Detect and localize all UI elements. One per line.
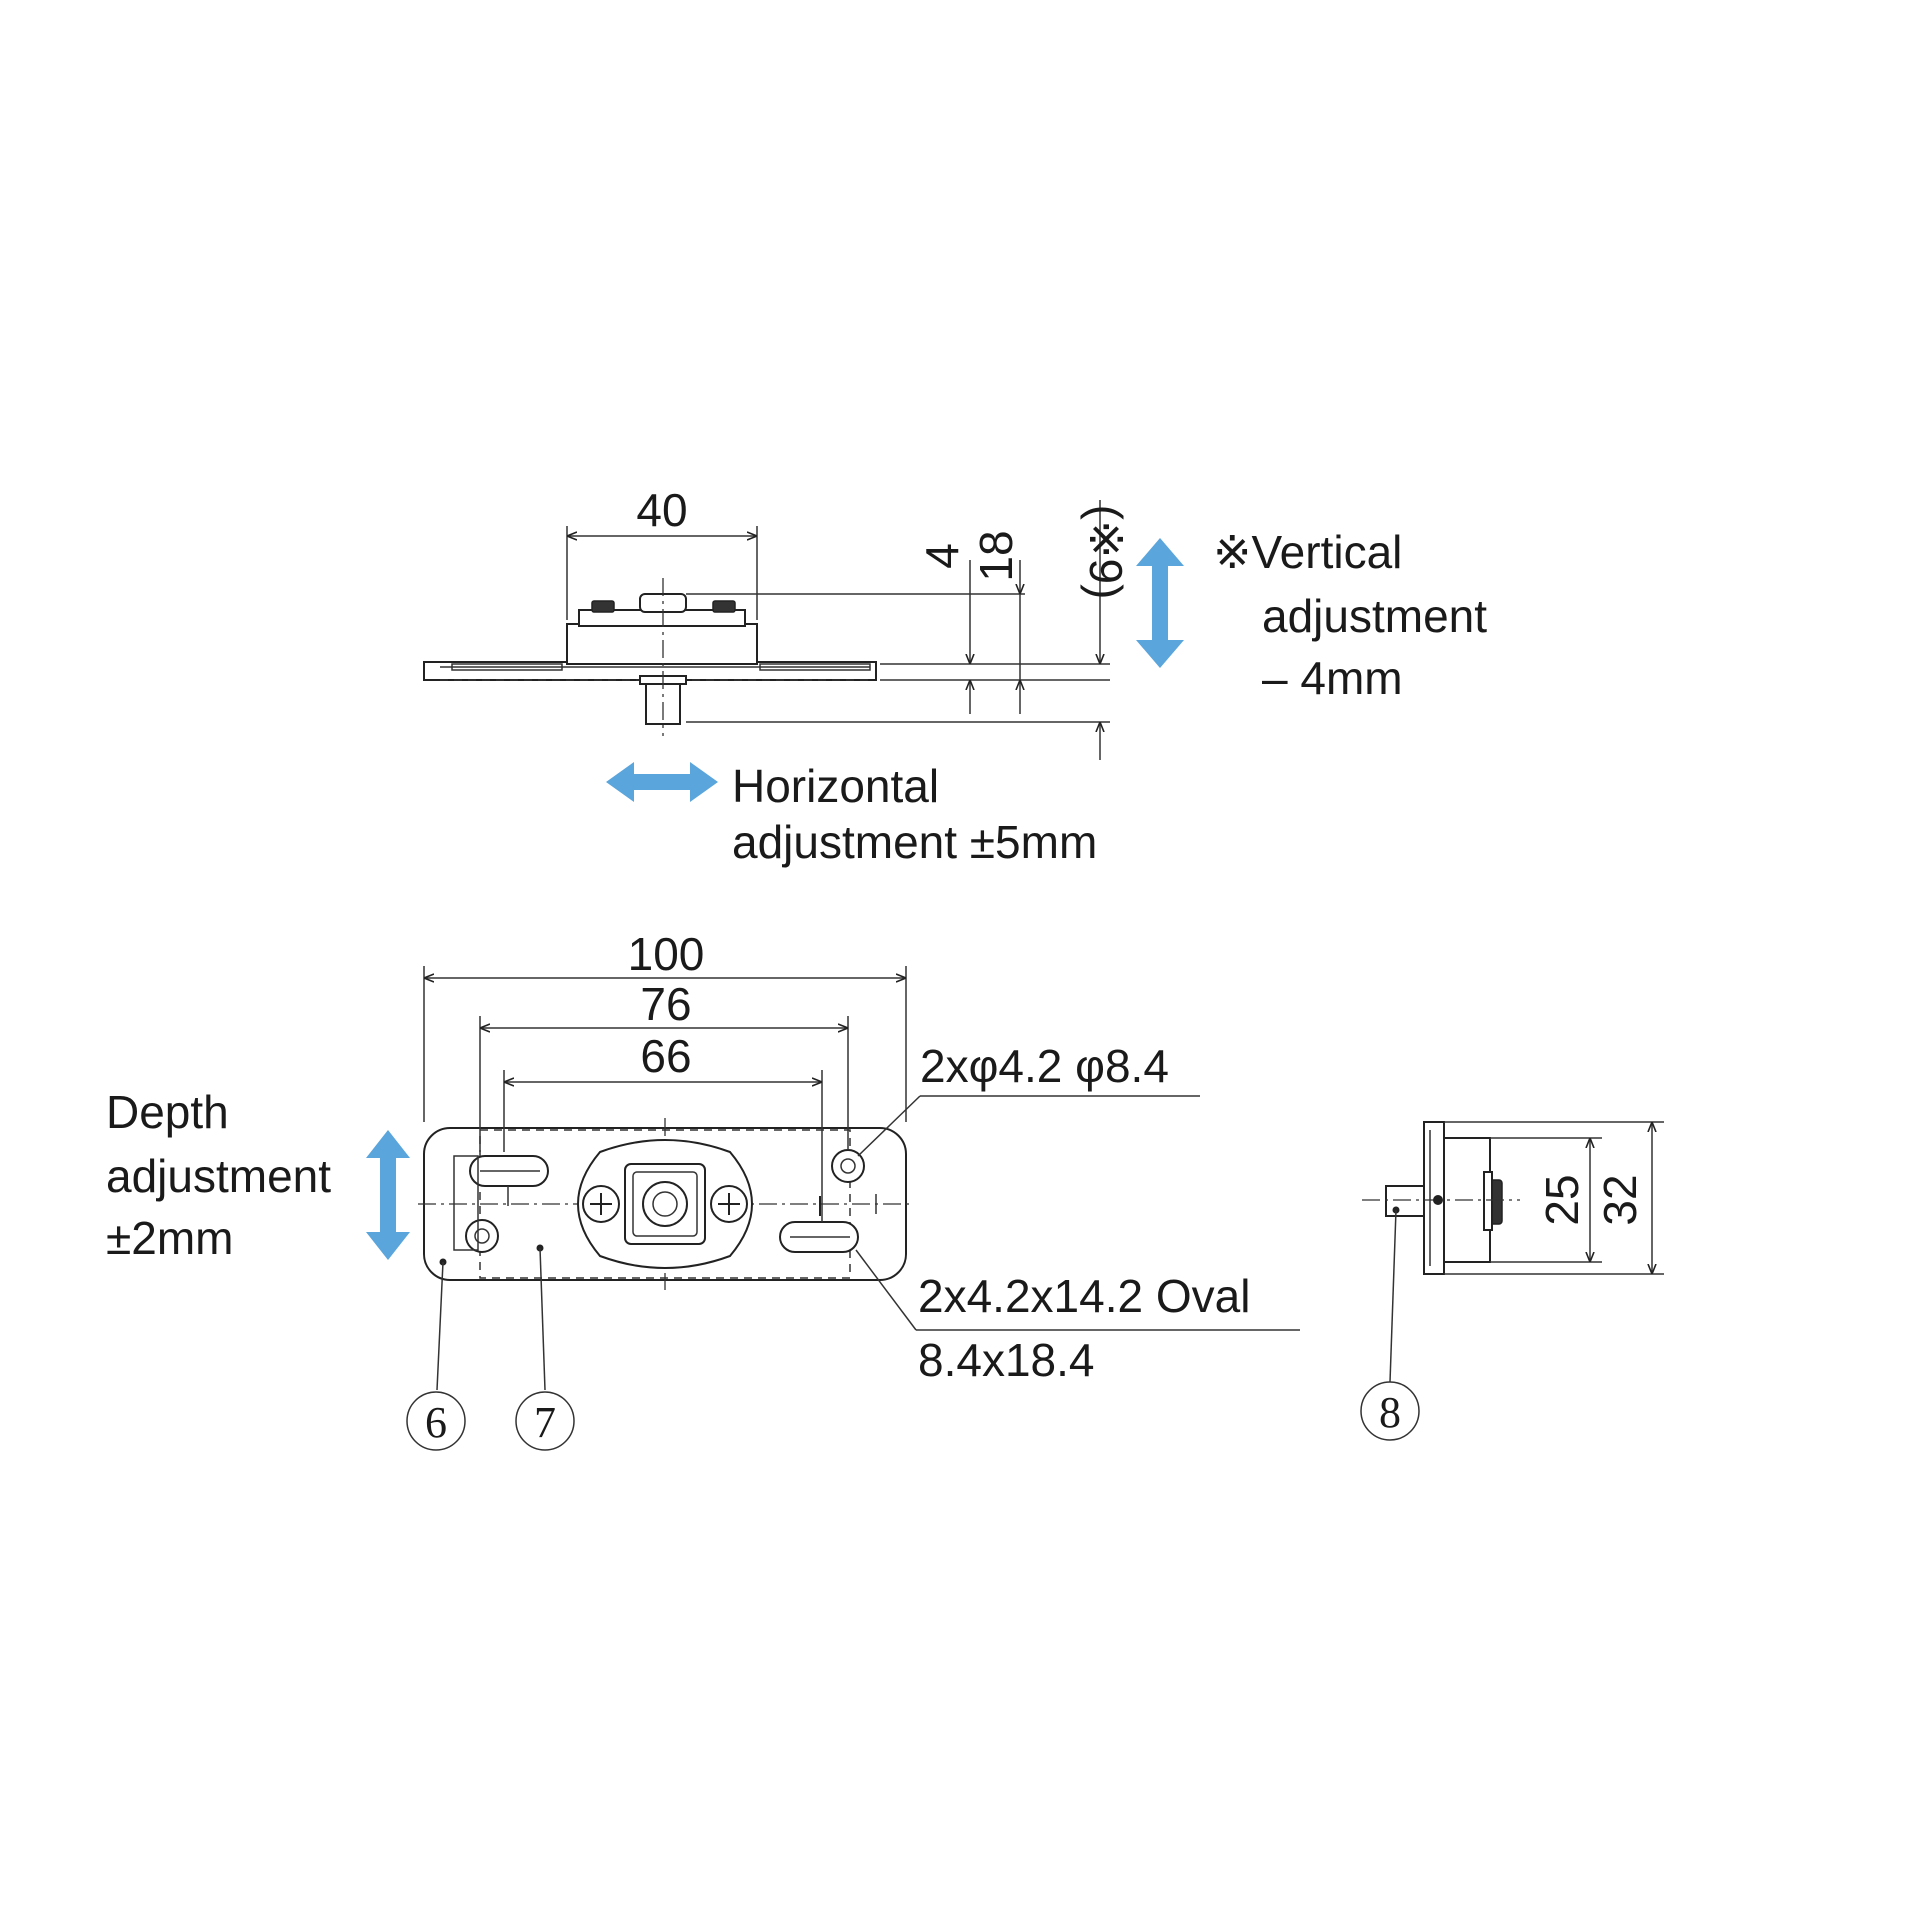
depth-note-line3: ±2mm [106, 1212, 233, 1264]
side-screw-right [712, 600, 736, 613]
dim-front-66: 66 [640, 1030, 691, 1082]
oval-note-line1: 2x4.2x14.2 Oval [918, 1270, 1250, 1322]
callout-8: 8 [1379, 1388, 1401, 1437]
front-center-stud [642, 1181, 688, 1227]
vertical-note-line3: – 4mm [1262, 652, 1403, 704]
dim-front-76: 76 [640, 978, 691, 1030]
side-view: 40 4 18 (※9) ※Vertical adjustment – 4mm … [423, 484, 1487, 868]
dim-end-32: 32 [1594, 1174, 1646, 1225]
callout-7-circle [515, 1391, 575, 1451]
horizontal-adjust-arrow [606, 762, 718, 802]
side-body-block [566, 623, 758, 665]
front-left-hole [465, 1219, 499, 1253]
dim-side-18: 18 [970, 530, 1022, 581]
oval-note-line2: 8.4x18.4 [918, 1334, 1094, 1386]
depth-note-line1: Depth [106, 1086, 229, 1138]
callout-8-circle [1360, 1381, 1420, 1441]
horizontal-note-line1: Horizontal [732, 760, 939, 812]
side-screw-left [591, 600, 615, 613]
dim-side-9: (※9) [1080, 505, 1132, 600]
horizontal-note-line2: adjustment ±5mm [732, 816, 1097, 868]
end-stem [1385, 1185, 1425, 1217]
dim-end-25: 25 [1536, 1174, 1588, 1225]
vertical-adjust-arrow [1136, 538, 1184, 668]
end-view: 25 32 8 [1360, 1121, 1664, 1441]
callout-7: 7 [534, 1398, 556, 1447]
callout-6: 6 [425, 1398, 447, 1447]
vertical-note-line1: ※Vertical [1213, 526, 1402, 578]
vertical-note-line2: adjustment [1262, 590, 1487, 642]
front-view: 100 76 66 2xφ4.2 φ8.4 2x4.2x14.2 Oval 8.… [106, 928, 1300, 1451]
depth-note-line2: adjustment [106, 1150, 331, 1202]
dim-side-width: 40 [636, 484, 687, 536]
depth-adjust-arrow [366, 1130, 410, 1260]
dim-front-100: 100 [628, 928, 705, 980]
dim-side-4: 4 [916, 543, 968, 569]
callout-6-circle [406, 1391, 466, 1451]
hole-note: 2xφ4.2 φ8.4 [920, 1040, 1169, 1092]
